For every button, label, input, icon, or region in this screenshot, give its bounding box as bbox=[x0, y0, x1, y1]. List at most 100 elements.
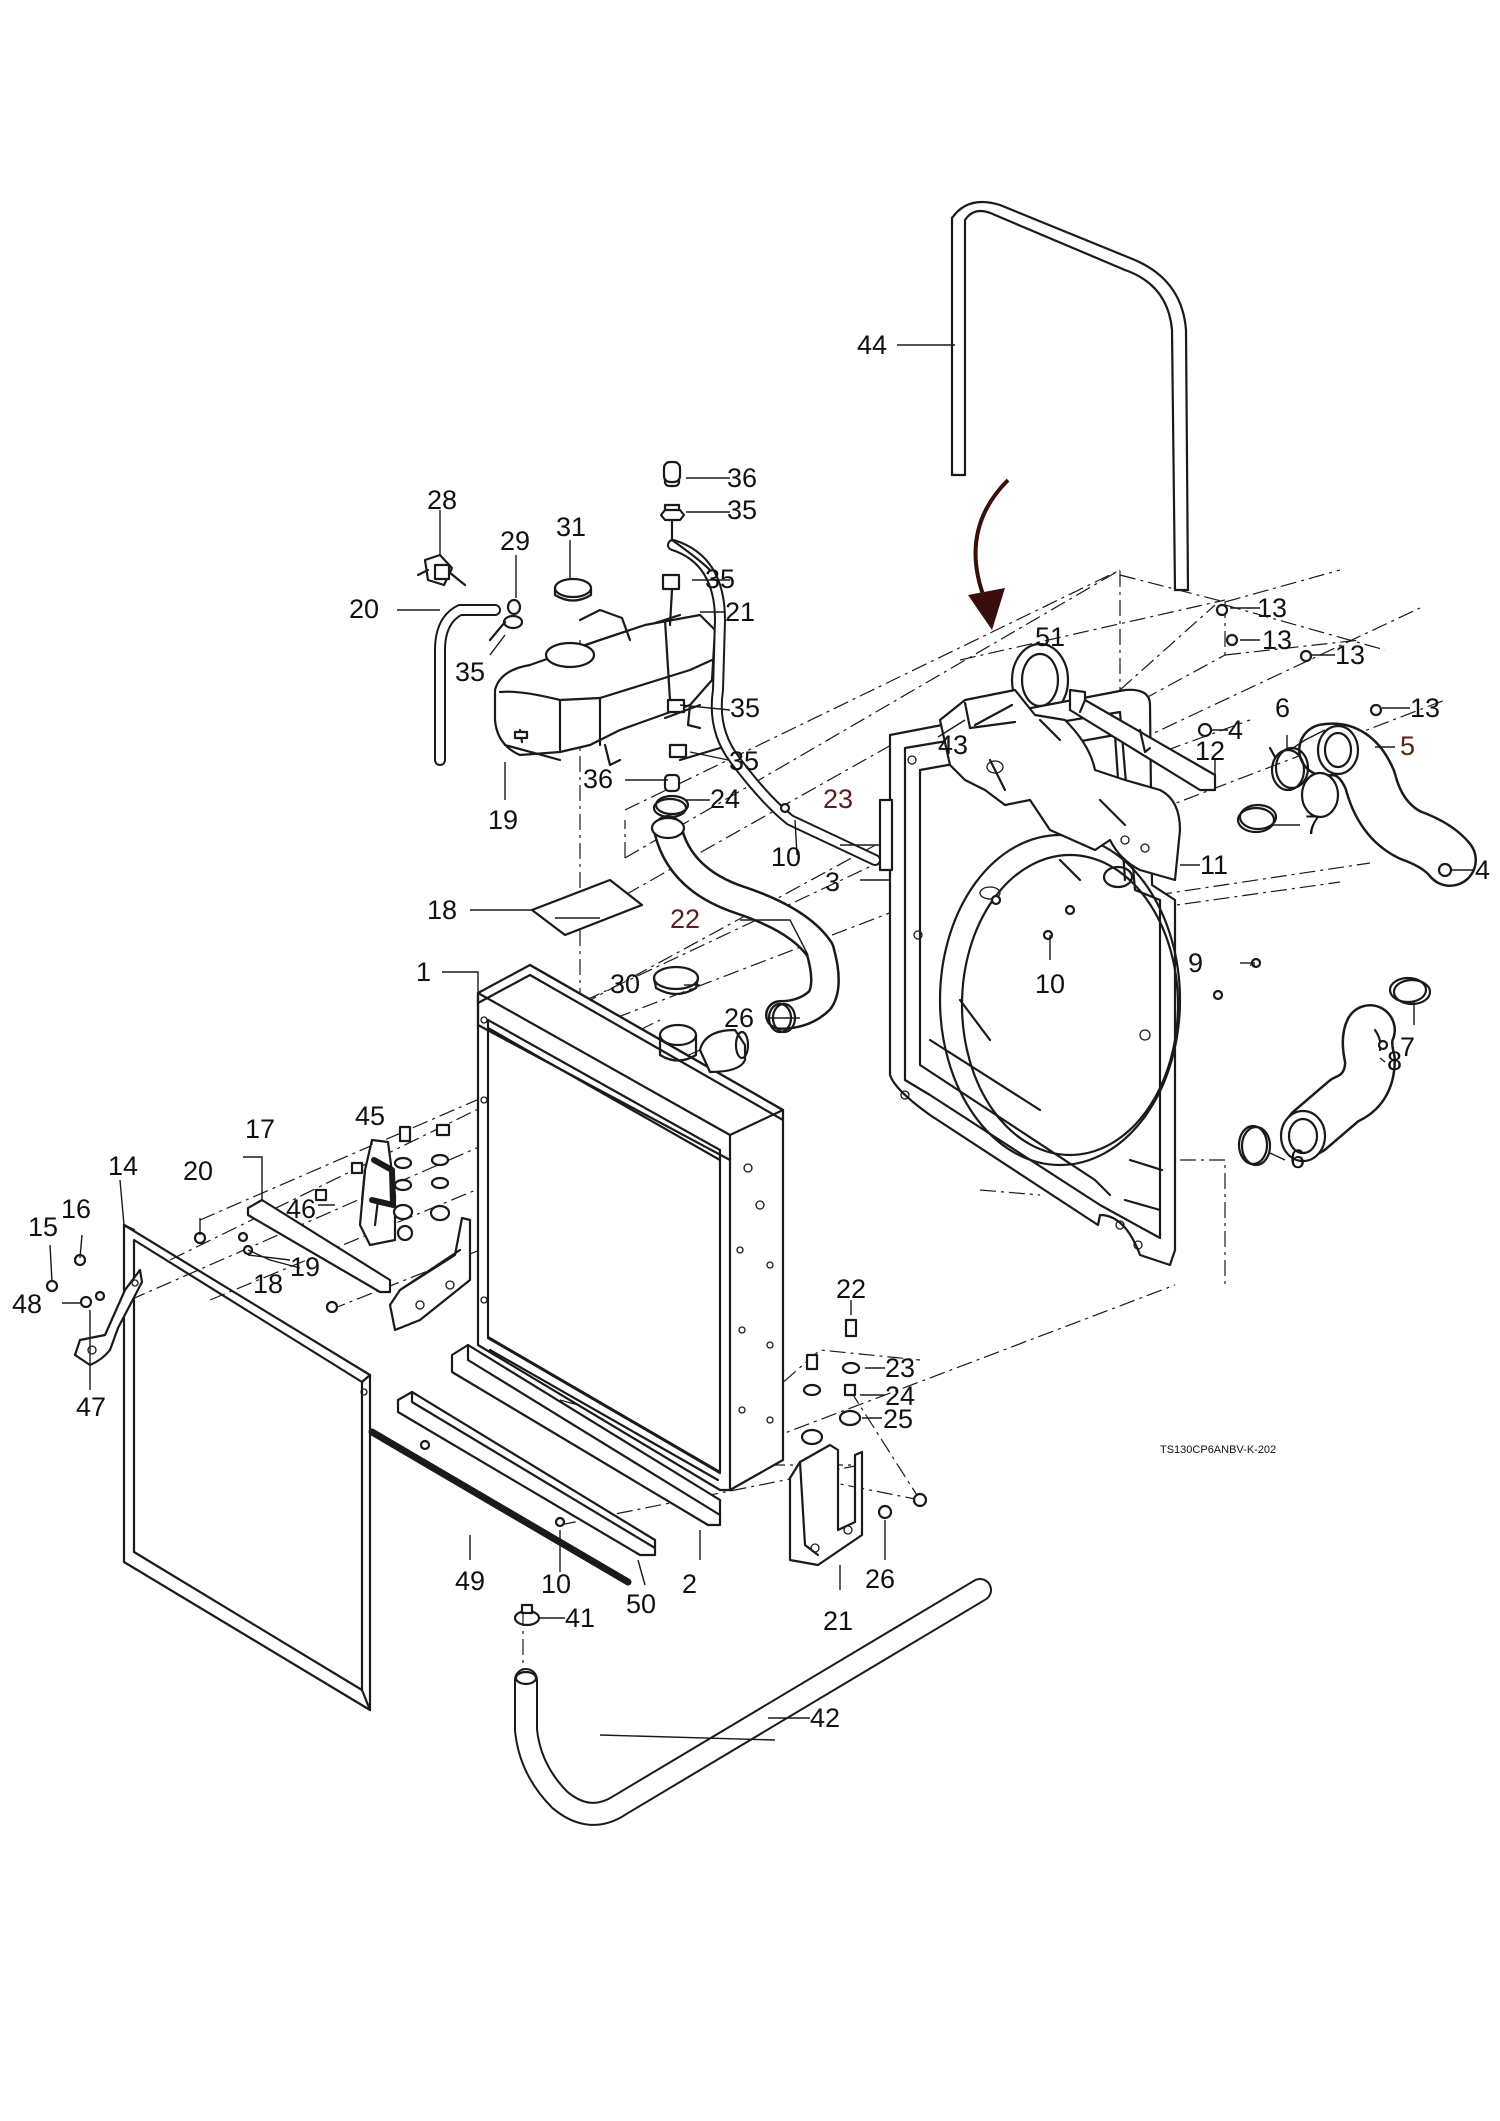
clamp-6-lower bbox=[1237, 1124, 1272, 1167]
callout-7-a: 7 bbox=[1305, 810, 1320, 840]
callout-14: 14 bbox=[108, 1151, 138, 1181]
install-direction-arrow bbox=[968, 478, 1010, 630]
callout-37: 28 bbox=[427, 485, 457, 515]
callout-45: 45 bbox=[355, 1101, 385, 1131]
hose-29 bbox=[434, 604, 501, 766]
callout-1: 1 bbox=[416, 957, 431, 987]
callout-13-b: 13 bbox=[1262, 625, 1292, 655]
screen-frame-14 bbox=[122, 1223, 372, 1712]
callout-35-right-a: 35 bbox=[730, 693, 760, 723]
callout-48: 48 bbox=[12, 1289, 42, 1319]
clamp-41 bbox=[513, 1603, 541, 1627]
strip-49 bbox=[368, 1428, 632, 1586]
callout-labels: 28 29 31 36 35 35 21 20 35 35 35 36 24 1… bbox=[12, 330, 1490, 1733]
callout-7-b: 7 bbox=[1400, 1032, 1415, 1062]
callout-51: 51 bbox=[1035, 622, 1065, 652]
pad-2 bbox=[450, 1343, 722, 1527]
callout-39: 30 bbox=[610, 969, 640, 999]
callout-32: 23 bbox=[823, 784, 853, 814]
callout-13-d: 13 bbox=[1410, 693, 1440, 723]
callout-6-a: 6 bbox=[1275, 693, 1290, 723]
hardware bbox=[45, 460, 1453, 1528]
callout-26: 26 bbox=[865, 1564, 895, 1594]
alignment-lines bbox=[129, 569, 1446, 1670]
callout-4-a: 4 bbox=[1228, 715, 1243, 745]
callout-46: 46 bbox=[286, 1194, 316, 1224]
callout-41: 41 bbox=[565, 1603, 595, 1633]
callout-50: 50 bbox=[626, 1589, 656, 1619]
clamp-7-upper bbox=[1236, 803, 1278, 834]
callout-6-b: 6 bbox=[1290, 1144, 1305, 1174]
grommet-51 bbox=[1010, 642, 1070, 718]
plate-50 bbox=[396, 1390, 657, 1557]
callout-43: 43 bbox=[938, 730, 968, 760]
callout-29: 20 bbox=[349, 594, 379, 624]
callout-31: 22 bbox=[670, 904, 700, 934]
leader-lines bbox=[49, 344, 1475, 1741]
callout-28: 19 bbox=[488, 805, 518, 835]
clamp-33 bbox=[652, 794, 690, 819]
callout-47: 47 bbox=[76, 1392, 106, 1422]
callout-19: 19 bbox=[290, 1252, 320, 1282]
bracket-47 bbox=[73, 1268, 144, 1367]
bracket-bar-12 bbox=[1068, 688, 1217, 792]
callout-34: 26 bbox=[724, 1003, 754, 1033]
callout-8: 8 bbox=[1387, 1046, 1402, 1076]
callout-12: 12 bbox=[1195, 736, 1225, 766]
callout-10-c: 10 bbox=[541, 1569, 571, 1599]
bracket-46 bbox=[369, 1157, 396, 1208]
clamp-6-upper bbox=[1268, 746, 1310, 792]
callout-15: 15 bbox=[28, 1212, 58, 1242]
callout-27: 18 bbox=[427, 895, 457, 925]
bracket-43 bbox=[963, 701, 1017, 730]
radiator-1 bbox=[476, 963, 785, 1492]
o-ring-38 bbox=[506, 598, 522, 616]
seal-strip-44 bbox=[950, 200, 1190, 592]
drain-hose-42 bbox=[514, 1578, 992, 1826]
callout-10-a: 10 bbox=[771, 842, 801, 872]
sensor-37 bbox=[416, 553, 467, 587]
callout-35-right-b: 35 bbox=[729, 746, 759, 776]
callout-17: 17 bbox=[245, 1114, 275, 1144]
lower-hose-8 bbox=[1279, 1004, 1396, 1163]
upper-hose-5 bbox=[1298, 722, 1477, 887]
callout-22: 22 bbox=[836, 1274, 866, 1304]
callout-9: 9 bbox=[1188, 948, 1203, 978]
pad-27 bbox=[530, 878, 644, 937]
callout-23: 23 bbox=[885, 1353, 915, 1383]
callout-35-left: 35 bbox=[455, 657, 485, 687]
callout-10-b: 10 bbox=[1035, 969, 1065, 999]
callout-2: 2 bbox=[682, 1569, 697, 1599]
callout-30: 21 bbox=[725, 597, 755, 627]
callout-5: 5 bbox=[1400, 731, 1415, 761]
hose-31 bbox=[650, 815, 840, 1030]
mount-bracket-21 bbox=[788, 1443, 864, 1567]
callout-13-c: 13 bbox=[1335, 640, 1365, 670]
clamp-7-lower bbox=[1388, 976, 1432, 1006]
callout-25: 25 bbox=[883, 1404, 913, 1434]
callout-24: 24 bbox=[885, 1381, 915, 1411]
callout-35-mid: 35 bbox=[705, 564, 735, 594]
callout-44: 44 bbox=[857, 330, 887, 360]
cap-40 bbox=[553, 577, 593, 602]
callout-4-b: 4 bbox=[1475, 855, 1490, 885]
left-mount-bracket bbox=[388, 1216, 472, 1332]
callout-40: 31 bbox=[556, 512, 586, 542]
cap-39 bbox=[652, 965, 700, 996]
callout-36-top: 36 bbox=[727, 463, 757, 493]
drawing-code: TS130CP6ANBV-K-202 bbox=[1160, 1444, 1276, 1456]
callout-33: 24 bbox=[710, 784, 740, 814]
callout-21: 21 bbox=[823, 1606, 853, 1636]
callout-11: 11 bbox=[1200, 850, 1228, 880]
callout-16: 16 bbox=[61, 1194, 91, 1224]
callout-labels-extra: 20 19 18 22 23 24 25 26 21 bbox=[183, 1156, 915, 1636]
expansion-tank-28 bbox=[493, 608, 717, 767]
shroud-plate-11 bbox=[938, 688, 1182, 889]
callout-49: 49 bbox=[455, 1566, 485, 1596]
callout-13-a: 13 bbox=[1257, 593, 1287, 623]
callout-38: 29 bbox=[500, 526, 530, 556]
callout-18: 18 bbox=[253, 1269, 283, 1299]
callout-35-top: 35 bbox=[727, 495, 757, 525]
callout-36-low: 36 bbox=[583, 764, 613, 794]
